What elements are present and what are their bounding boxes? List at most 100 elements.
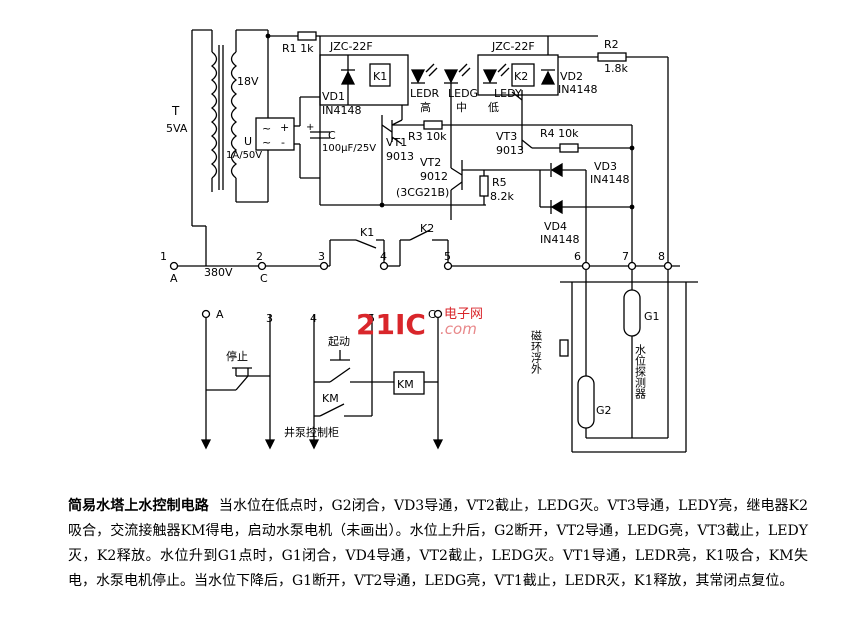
vd2-label: VD2 <box>560 70 583 83</box>
node-7: 7 <box>622 250 629 263</box>
node-6: 6 <box>574 250 581 263</box>
water-level-probe <box>559 270 698 453</box>
r3-resistor <box>423 120 443 130</box>
stop-button-label: 停止 <box>226 349 248 363</box>
capacitor-c: + <box>306 122 330 139</box>
r5-value: 8.2k <box>490 190 514 203</box>
level-mid: 中 <box>456 101 467 114</box>
vt3-transistor <box>511 90 560 150</box>
contact-k2 <box>384 229 449 267</box>
watermark-num: 21IC <box>356 308 426 341</box>
svg-text:~: ~ <box>262 122 271 135</box>
r5-label: R5 <box>492 176 507 189</box>
vt1-transistor <box>381 105 403 205</box>
node-c: C <box>260 272 268 285</box>
contact-k2-label: K2 <box>420 222 434 235</box>
ledr-label: LEDR <box>410 87 440 100</box>
vt3-label: VT3 <box>496 130 517 143</box>
r2-value: 1.8k <box>604 62 628 75</box>
km-contact-label: KM <box>322 392 339 405</box>
vd1-part: IN4148 <box>322 104 361 117</box>
vd1-diode <box>340 55 356 105</box>
g2-label: G2 <box>596 404 612 417</box>
node-3: 3 <box>318 250 325 263</box>
relay-k2-coil <box>511 63 535 87</box>
transformer-rating: 5VA <box>166 122 188 135</box>
ledg-label: LEDG <box>448 87 478 100</box>
vt2-label: VT2 <box>420 156 441 169</box>
cab-node-4: 4 <box>310 312 317 325</box>
svg-text:+: + <box>280 121 289 134</box>
cap-label: C <box>328 129 336 142</box>
vt2-alt: (3CG21B) <box>396 186 449 199</box>
cabinet-label: 井泵控制柜 <box>284 425 339 439</box>
k2-type: JZC-22F <box>491 40 535 53</box>
vd2-diode <box>540 69 556 85</box>
mains-voltage: 380V <box>204 266 233 279</box>
ledy-label: LEDY <box>494 87 522 100</box>
figure-caption: 简易水塔上水控制电路当水位在低点时，G2闭合，VD3导通，VT2截止，LEDG灭… <box>68 494 808 594</box>
k1-type: JZC-22F <box>329 40 373 53</box>
vt1-part: 9013 <box>386 150 414 163</box>
caption-body: 当水位在低点时，G2闭合，VD3导通，VT2截止，LEDG灭。VT3导通，LED… <box>68 498 808 589</box>
vd3-label: VD3 <box>594 160 617 173</box>
cab-node-c: C <box>428 308 436 321</box>
vd1-label: VD1 <box>322 90 345 103</box>
secondary-voltage: 18V <box>237 75 259 88</box>
probe-label: 水位探测器 <box>634 344 647 400</box>
node-1: 1 <box>160 250 167 263</box>
vt2-part: 9012 <box>420 170 448 183</box>
pump-control-cabinet <box>200 309 444 450</box>
vd3-diode <box>550 162 586 178</box>
bridge-ref: U <box>244 135 252 148</box>
k2-coil-label: K2 <box>514 70 528 83</box>
cab-node-5: 5 <box>368 312 375 325</box>
vt1-label: VT1 <box>386 136 407 149</box>
r4-resistor <box>559 143 579 153</box>
vt2-transistor <box>450 160 484 220</box>
watermark-cn: 电子网 <box>444 307 483 322</box>
vd4-label: VD4 <box>544 220 567 233</box>
bridge-rectifier: ~ ~ + - <box>255 117 295 151</box>
r5-resistor <box>479 175 489 197</box>
level-high: 高 <box>420 100 431 114</box>
start-button-label: 起动 <box>328 335 350 348</box>
contact-k1 <box>324 239 385 267</box>
r1-resistor <box>297 31 317 41</box>
node-4: 4 <box>380 250 387 263</box>
bridge-rating: 1A/50V <box>226 150 262 161</box>
k1-coil-label: K1 <box>373 70 387 83</box>
r4-label: R4 10k <box>540 127 579 140</box>
ledg-led <box>443 63 471 84</box>
vd3-part: IN4148 <box>590 173 629 186</box>
km-coil-label: KM <box>397 378 414 391</box>
node-8: 8 <box>658 250 665 263</box>
r2-label: R2 <box>604 38 619 51</box>
r1-label: R1 1k <box>282 42 314 55</box>
vd2-part: IN4148 <box>558 83 597 96</box>
relay-k1-coil <box>369 63 391 87</box>
cap-value: 100μF/25V <box>322 143 376 154</box>
r3-label: R3 10k <box>408 130 447 143</box>
watermark-logo: 21IC 电子网 .com <box>356 307 483 341</box>
watermark-url: .com <box>440 320 477 338</box>
svg-text:+: + <box>306 122 314 133</box>
transformer-ref: T <box>171 104 180 118</box>
vt3-part: 9013 <box>496 144 524 157</box>
level-low: 低 <box>488 101 499 114</box>
cab-node-a: A <box>216 308 224 321</box>
node-a: A <box>170 272 178 285</box>
r2-resistor <box>597 52 627 62</box>
g1-label: G1 <box>644 310 660 323</box>
vd4-diode <box>539 170 632 215</box>
caption-title: 简易水塔上水控制电路 <box>68 498 209 514</box>
svg-text:~: ~ <box>262 136 271 149</box>
contact-k1-label: K1 <box>360 226 374 239</box>
relay-k2-outline <box>477 54 559 96</box>
node-5: 5 <box>444 250 451 263</box>
transformer <box>191 29 238 266</box>
node-2: 2 <box>256 250 263 263</box>
svg-text:-: - <box>281 136 285 149</box>
vd4-part: IN4148 <box>540 233 579 246</box>
circuit-diagram: T 5VA 18V ~ ~ + - U 1A/50V R1 1k JZC-22F… <box>160 29 698 453</box>
